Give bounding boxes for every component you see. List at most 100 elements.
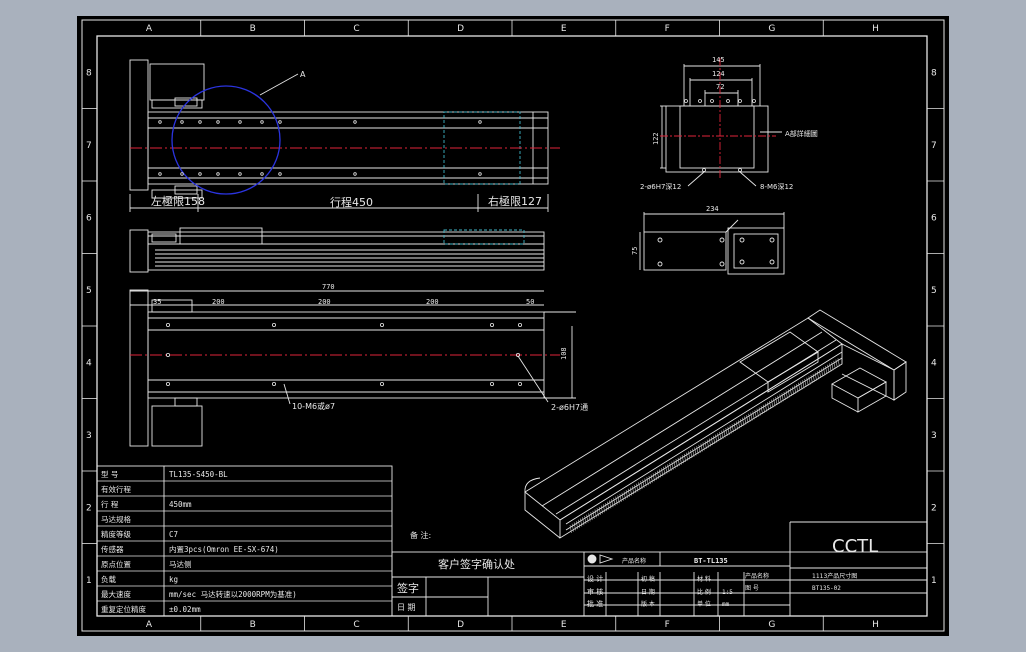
spec-value: 450mm — [169, 500, 192, 509]
mounting-hole — [216, 172, 220, 176]
mounting-hole — [271, 381, 276, 386]
spec-label: 行 程 — [101, 499, 119, 509]
row-marker-right: 6 — [931, 213, 937, 223]
mounting-hole — [278, 120, 282, 124]
mounting-hole — [165, 381, 170, 386]
thread-hole-callout: 8-M6深12 — [760, 182, 793, 191]
mounting-hole — [353, 172, 357, 176]
row-marker-right: 8 — [931, 68, 937, 78]
spec-label: 有效行程 — [101, 484, 131, 494]
mounting-hole — [489, 322, 494, 327]
mounting-hole — [271, 322, 276, 327]
row-marker-left: 8 — [86, 68, 92, 78]
row-marker-right: 2 — [931, 503, 937, 513]
date-label: 日 期 — [397, 603, 416, 612]
mounting-hole — [238, 120, 242, 124]
column-marker-top: F — [665, 24, 670, 34]
row-marker-left: 1 — [86, 576, 92, 586]
column-marker-bottom: F — [665, 620, 670, 630]
property-label: 比 例 — [697, 588, 711, 596]
product-name-label: 产品名称 — [622, 557, 646, 565]
spec-value: 内置3pcs(Omron EE-SX-674) — [169, 544, 279, 554]
spec-label: 型 号 — [101, 470, 118, 479]
row-marker-right: 7 — [931, 141, 937, 151]
mounting-hole — [260, 172, 264, 176]
role-label: 批 准 — [587, 599, 603, 608]
mounting-hole — [478, 120, 482, 124]
spec-value: 马达侧 — [169, 559, 192, 569]
company-logo-text: CCTL — [832, 536, 878, 557]
spec-value: C7 — [169, 530, 178, 539]
end-width-inner: 72 — [716, 83, 724, 91]
detail-reference-callout: A部詳細圖 — [785, 129, 818, 138]
mounting-hole — [180, 172, 184, 176]
motor-height-dimension: 75 — [631, 247, 639, 255]
mounting-hole — [278, 172, 282, 176]
end-width-outer: 145 — [712, 56, 725, 64]
tapped-hole — [684, 99, 688, 103]
notes-label: 备 注: — [410, 530, 431, 540]
role-value: 版 本 — [641, 600, 655, 608]
mounting-hole — [379, 322, 384, 327]
stroke-dimension: 行程450 — [330, 196, 373, 209]
end-view — [660, 64, 782, 187]
spec-label: 马达规格 — [101, 514, 131, 524]
mounting-hole — [478, 172, 482, 176]
role-value: 日 期 — [641, 588, 655, 596]
row-marker-left: 4 — [86, 358, 92, 368]
motor-width-dimension: 234 — [706, 205, 719, 213]
column-marker-top: G — [768, 24, 775, 34]
column-marker-top: H — [872, 24, 879, 34]
pin-hole — [165, 352, 170, 357]
property-label: 材 料 — [697, 575, 711, 583]
property-value: 1:5 — [722, 589, 733, 596]
mounting-hole — [165, 322, 170, 327]
column-marker-top: C — [353, 24, 359, 34]
title-block — [391, 521, 928, 617]
detail-label-a: A — [300, 70, 306, 79]
role-label: 设 计 — [587, 574, 603, 583]
pitch-dimension-3: 200 — [426, 298, 439, 306]
row-marker-left: 2 — [86, 503, 92, 513]
spec-value: ±0.02mm — [169, 605, 201, 614]
motor-end-view — [639, 212, 785, 275]
column-marker-bottom: G — [768, 620, 775, 630]
pin-hole — [738, 168, 742, 172]
mounting-hole — [518, 381, 523, 386]
isometric-cover-hatch — [569, 358, 840, 534]
mounting-hole — [180, 120, 184, 124]
customer-confirm-label: 客户签字确认处 — [438, 557, 515, 571]
spec-value: mm/sec 马达转速以2000RPM为基准) — [169, 589, 297, 599]
row-marker-right: 3 — [931, 431, 937, 441]
mounting-hole — [260, 120, 264, 124]
mounting-hole — [158, 172, 162, 176]
last-pitch-dimension: 50 — [526, 298, 534, 306]
spec-label: 原点位置 — [101, 559, 131, 569]
mounting-hole — [198, 172, 202, 176]
row-marker-right: 5 — [931, 286, 937, 296]
right-limit-dimension: 右極限127 — [488, 194, 542, 208]
end-view-holes — [684, 99, 756, 172]
spec-label: 负载 — [101, 574, 116, 584]
height-dimension: 108 — [560, 347, 568, 360]
product-name-value: BT-TL135 — [694, 557, 728, 565]
spec-label: 传感器 — [101, 544, 124, 554]
row-marker-left: 5 — [86, 286, 92, 296]
column-marker-top: D — [457, 24, 464, 34]
mounting-hole — [518, 322, 523, 327]
pins-callout: 2-ø6H7通 — [551, 402, 588, 412]
spec-value: TL135-S450-BL — [169, 470, 228, 479]
spec-label: 精度等级 — [101, 529, 131, 539]
row-marker-right: 1 — [931, 576, 937, 586]
drawing-number-label: 图 号 — [745, 585, 759, 592]
column-marker-bottom: D — [457, 620, 464, 630]
column-marker-top: E — [561, 24, 567, 34]
isometric-view — [524, 309, 907, 539]
bottom-view — [129, 289, 576, 447]
pin-hole — [702, 168, 706, 172]
